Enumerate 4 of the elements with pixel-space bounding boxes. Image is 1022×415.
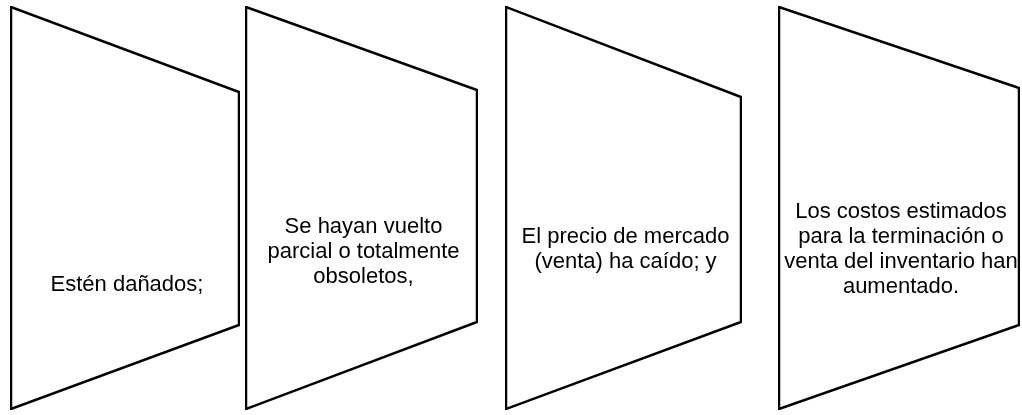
shape-text: Se hayan vuelto parcial o totalmente obsoletos,	[266, 212, 461, 288]
shape-text: El precio de mercado (venta) ha caído; y	[520, 223, 731, 273]
shape-text: Los costos estimados para la terminación o venta del inventario han aumentado.	[784, 198, 1018, 298]
shape-text: Estén dañados;	[49, 270, 205, 296]
